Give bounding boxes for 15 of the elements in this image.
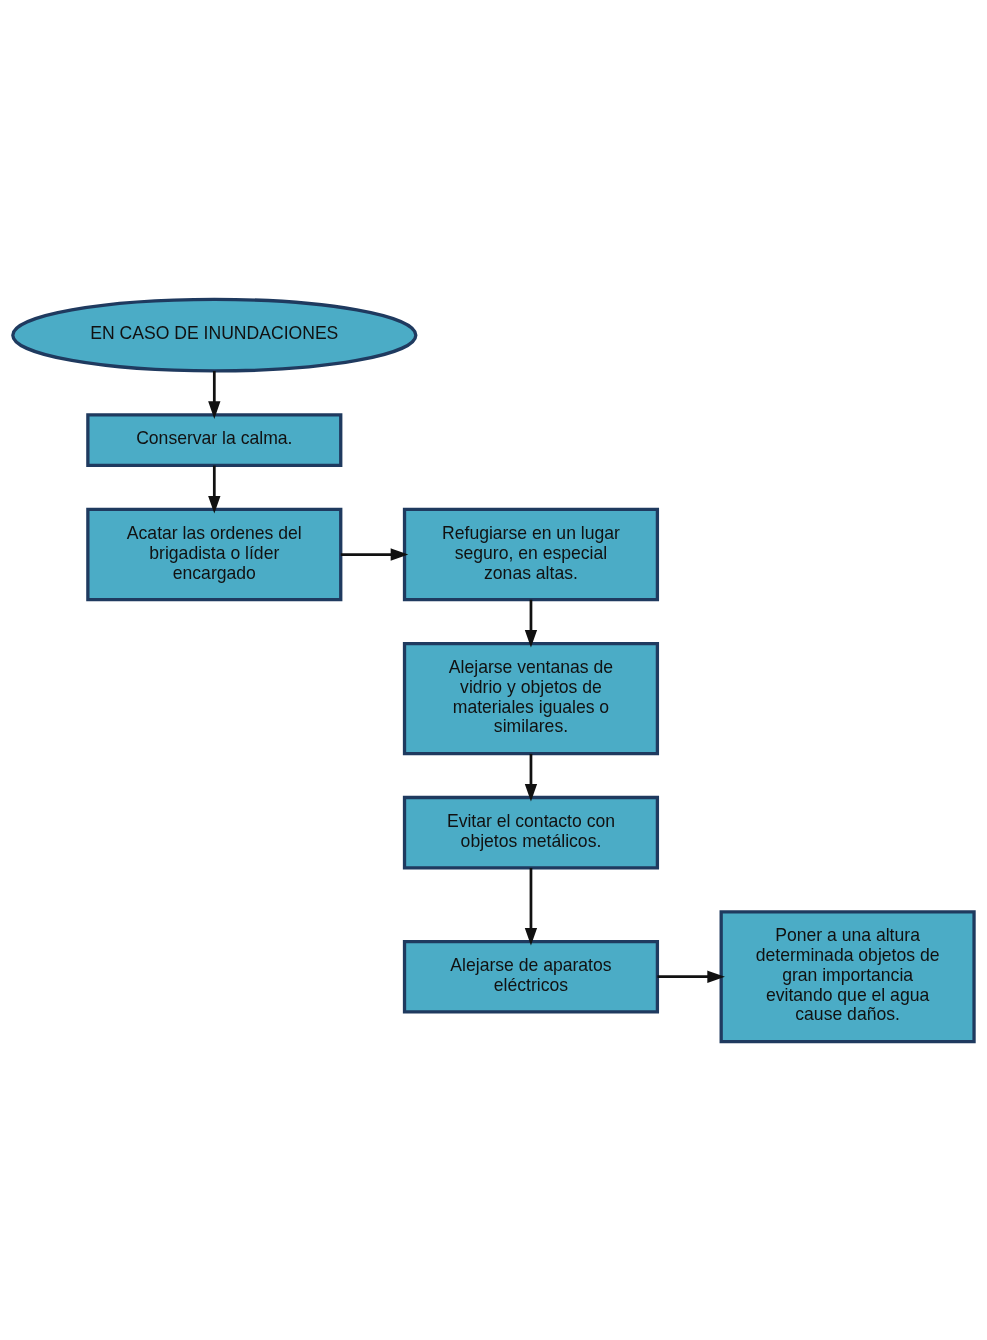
node-box: Acatar las ordenes del brigadista o líder encargado <box>86 507 343 601</box>
node-ellipse: EN CASO DE INUNDACIONES <box>11 297 418 373</box>
node-box: Evitar el contacto con objetos metálicos. <box>402 795 660 870</box>
node-box: Poner a una altura determinada objetos de gran importancia evitando que el agua cause daños. <box>719 909 976 1043</box>
arrow <box>524 599 538 648</box>
arrow <box>208 370 221 419</box>
arrow <box>340 547 409 561</box>
node-box: Alejarse de aparatos eléctricos <box>402 939 660 1014</box>
node-box: Refugiarse en un lugar seguro, en especial zonas altas. <box>402 507 660 601</box>
node-box: Conservar la calma. <box>86 412 343 467</box>
arrow <box>657 970 725 983</box>
arrow <box>524 867 538 946</box>
node-box: Alejarse ventanas de vidrio y objetos de materiales iguales o similares. <box>402 641 660 755</box>
arrow <box>524 753 538 802</box>
arrow <box>208 465 221 514</box>
